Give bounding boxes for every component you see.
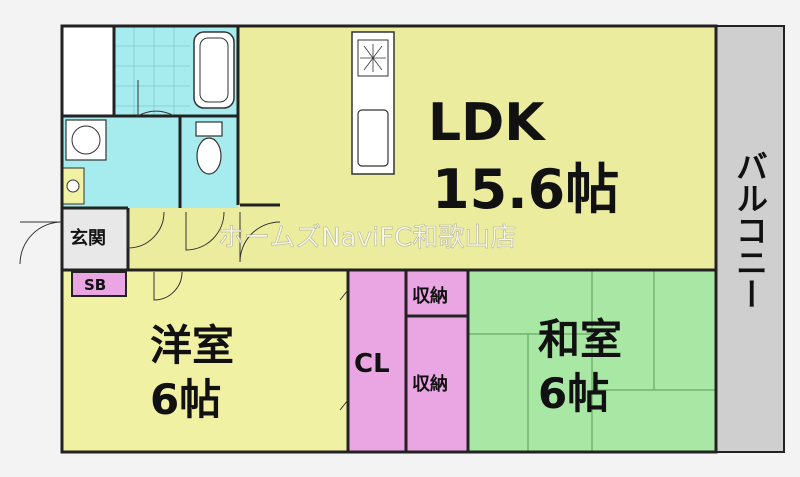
storage-top-area: [406, 270, 468, 316]
balcony-label: バルコニー: [731, 150, 769, 310]
watermark-text: ホームズNaviFC和歌山店: [218, 223, 516, 253]
closet-area: [348, 270, 406, 452]
ldk-label: LDK: [428, 93, 546, 153]
toilet-tank: [195, 121, 223, 137]
entrance-label: 玄関: [70, 227, 106, 249]
ldk-area: [238, 26, 716, 270]
hallway-area: [128, 205, 240, 270]
entrance-area: [62, 208, 128, 270]
western-room-label: 洋室: [150, 321, 234, 370]
western-room-area: [62, 270, 348, 452]
door-swings: [19, 80, 349, 411]
balcony-area: [715, 25, 785, 453]
washing-machine-drain: [71, 125, 101, 155]
bathtub: [193, 31, 235, 109]
japanese-room-size: 6帖: [538, 369, 609, 418]
washbasin-sink: [66, 179, 80, 193]
kitchen-sink: [357, 109, 389, 167]
washing-machine-pan: [65, 119, 107, 161]
toilet-bowl: [196, 137, 222, 175]
storage-bottom-area: [406, 316, 468, 452]
ldk-size: 15.6帖: [432, 158, 619, 221]
shoebox-label: SB: [84, 276, 106, 294]
storage-top-label: 収納: [412, 285, 448, 307]
western-room-size: 6帖: [150, 375, 221, 424]
utility-space: [62, 26, 114, 116]
tatami-lines: [468, 270, 716, 452]
stove-grates: [360, 44, 386, 72]
storage-bottom-label: 収納: [412, 373, 448, 395]
closet-label: CL: [354, 349, 390, 379]
japanese-room-label: 和室: [538, 315, 622, 364]
shoebox-area: [71, 271, 127, 297]
bath-tiles: [114, 26, 190, 116]
bathtub-inner: [199, 37, 229, 103]
walls: [60, 24, 718, 454]
